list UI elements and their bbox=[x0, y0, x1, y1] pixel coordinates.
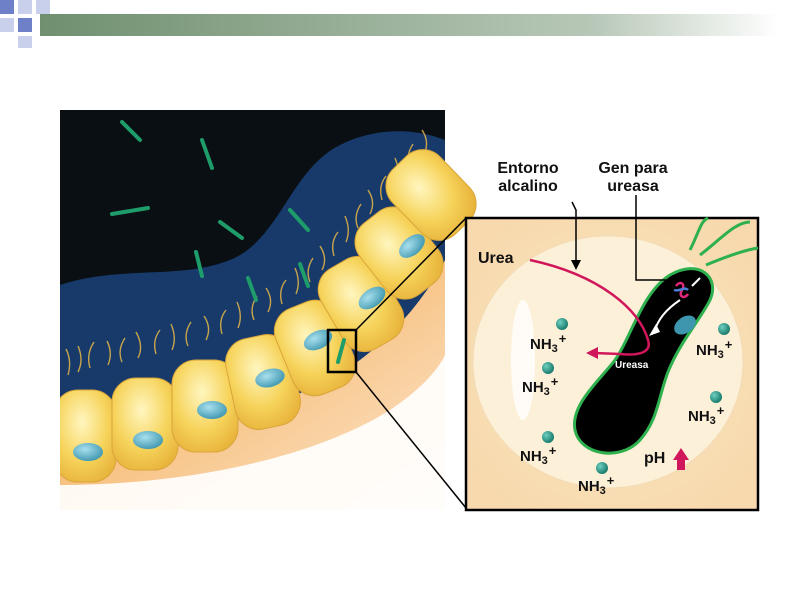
zoom-connector-line bbox=[355, 217, 467, 331]
ammonium-sub: 3 bbox=[543, 386, 550, 398]
ammonium-base: NH bbox=[688, 408, 710, 425]
header-square bbox=[0, 18, 14, 32]
ph-up-arrow-icon bbox=[673, 448, 689, 470]
header-bar bbox=[0, 0, 780, 48]
header-square bbox=[18, 36, 32, 48]
ammonium-base: NH bbox=[520, 448, 542, 465]
bacterium-icon bbox=[194, 250, 204, 278]
ammonium-base: NH bbox=[696, 342, 718, 359]
ammonia-molecule-icon bbox=[542, 362, 554, 374]
cell-nucleus bbox=[73, 443, 103, 461]
zoom-connector-line bbox=[355, 371, 467, 509]
diagram-art bbox=[60, 110, 760, 512]
ammonium-sub: 3 bbox=[717, 349, 724, 361]
inset-panel bbox=[464, 195, 760, 512]
ammonium-sup: + bbox=[716, 403, 725, 418]
ammonium-sub: 3 bbox=[541, 455, 548, 467]
urease-label: Ureasa bbox=[615, 360, 649, 371]
ammonium-sup: + bbox=[606, 473, 615, 488]
flagella bbox=[688, 216, 759, 267]
epithelial-cell bbox=[111, 377, 179, 471]
ammonium-sup: + bbox=[548, 443, 557, 458]
urease-gene-label: Gen para ureasa bbox=[588, 160, 678, 196]
ph-label: pH bbox=[644, 450, 666, 467]
ammonium-sup: + bbox=[550, 374, 559, 389]
bacterium-icon bbox=[298, 262, 310, 288]
ammonium-sup: + bbox=[558, 331, 567, 346]
alkaline-pointer-line bbox=[571, 201, 577, 262]
ammonium-sup: + bbox=[724, 337, 733, 352]
ammonium-label: NH3+ bbox=[522, 374, 558, 398]
cell-nuclei bbox=[73, 234, 425, 461]
bacterium-icon bbox=[246, 276, 258, 302]
helicobacter-diagram: Entorno alcalino Gen para ureasa Urea Ur… bbox=[60, 110, 760, 515]
ammonia-molecule-icon bbox=[710, 391, 722, 403]
header-gradient-bar bbox=[40, 14, 780, 36]
bacterium-icon bbox=[573, 267, 715, 455]
cell-nucleus bbox=[303, 329, 333, 351]
bacterium-icon bbox=[218, 220, 244, 240]
ammonium-base: NH bbox=[578, 478, 600, 495]
cell-nucleus bbox=[358, 286, 386, 310]
h-pylori-bacteria bbox=[110, 120, 346, 364]
ammonium-sub: 3 bbox=[709, 415, 716, 427]
ammonium-label: NH3+ bbox=[578, 473, 614, 497]
ammonium-label: NH3+ bbox=[696, 337, 732, 361]
cell-nucleus bbox=[399, 234, 425, 258]
ammonium-sub: 3 bbox=[551, 343, 558, 355]
flagellum-icon bbox=[705, 246, 759, 267]
cell-nucleus bbox=[197, 401, 227, 419]
bacterium-icon bbox=[336, 338, 346, 364]
header-square bbox=[18, 0, 32, 14]
ammonium-label: NH3+ bbox=[520, 443, 556, 467]
gene-pointer-line bbox=[635, 218, 672, 281]
ammonium-label: NH3+ bbox=[530, 331, 566, 355]
alkaline-label-line-2: alcalino bbox=[498, 178, 558, 195]
ammonia-molecule-icon bbox=[542, 431, 554, 443]
bacterium-icon bbox=[288, 208, 310, 232]
alkaline-environment-label: Entorno alcalino bbox=[484, 160, 572, 196]
urea-label: Urea bbox=[478, 250, 514, 267]
header-square bbox=[36, 0, 50, 14]
epithelial-cell bbox=[60, 389, 117, 483]
epithelial-cell bbox=[385, 149, 477, 241]
cell-nucleus bbox=[133, 431, 163, 449]
bacterium-icon bbox=[120, 120, 142, 142]
ammonium-base: NH bbox=[530, 336, 552, 353]
microvilli bbox=[65, 129, 428, 376]
header-square bbox=[18, 18, 32, 32]
urea-arrow bbox=[529, 258, 650, 356]
flagellum-icon bbox=[688, 216, 709, 251]
stomach-tissue-panel bbox=[60, 110, 477, 510]
bacterium-icon bbox=[200, 138, 214, 170]
ammonium-sub: 3 bbox=[599, 485, 606, 497]
bacterial-organelle bbox=[674, 315, 696, 335]
cell-nucleus bbox=[255, 368, 285, 388]
bacterium-icon bbox=[110, 206, 150, 216]
gene-label-line-1: Gen para bbox=[598, 160, 668, 177]
header-square bbox=[0, 0, 14, 14]
ammonium-label: NH3+ bbox=[688, 403, 724, 427]
zoom-selection-box bbox=[326, 328, 358, 374]
ammonia-molecule-icon bbox=[718, 323, 730, 335]
ammonium-base: NH bbox=[522, 379, 544, 396]
flagellum-icon bbox=[699, 220, 751, 257]
ammonia-molecule-icon bbox=[596, 462, 608, 474]
ammonia-molecule-icon bbox=[556, 318, 568, 330]
gene-label-line-2: ureasa bbox=[607, 178, 659, 195]
alkaline-label-line-1: Entorno bbox=[497, 160, 559, 177]
